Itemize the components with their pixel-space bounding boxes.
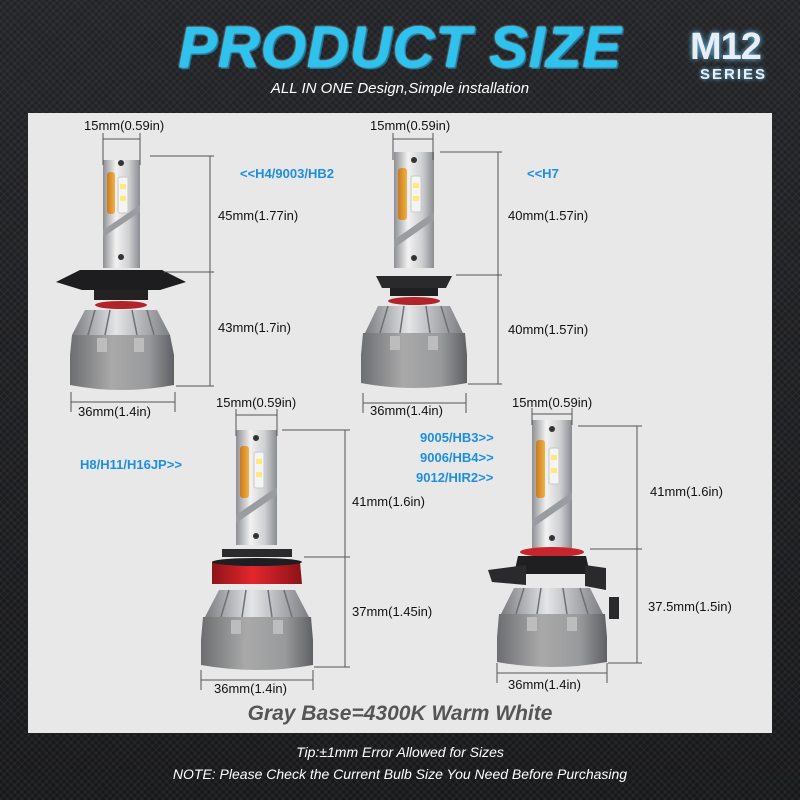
- h4-upper-height: 45mm(1.77in): [218, 208, 299, 223]
- bulb-h11: [201, 430, 313, 670]
- page-title: PRODUCT SIZE: [178, 15, 622, 80]
- h7-model-label: <<H7: [527, 166, 559, 181]
- bulb-h7: [361, 152, 467, 388]
- hb3-base-width: 36mm(1.4in): [508, 677, 581, 692]
- hb3-lower-height: 37.5mm(1.5in): [648, 599, 732, 614]
- h4-lower-height: 43mm(1.7in): [218, 320, 291, 335]
- hb3-top-width: 15mm(0.59in): [512, 395, 593, 410]
- tolerance-tip: Tip:±1mm Error Allowed for Sizes: [296, 744, 504, 760]
- logo-main-text: M12: [690, 26, 762, 68]
- h11-model-label: H8/H11/H16JP>>: [80, 457, 182, 472]
- h7-base-width: 36mm(1.4in): [370, 403, 443, 418]
- series-logo: M12 SERIES: [686, 26, 786, 86]
- dimension-lines: [70, 133, 642, 690]
- hb3-model-label-2: 9006/HB4>>: [420, 450, 494, 465]
- h7-upper-height: 40mm(1.57in): [508, 208, 589, 223]
- h4-base-width: 36mm(1.4in): [78, 404, 151, 419]
- h11-base-width: 36mm(1.4in): [214, 681, 287, 696]
- h4-top-width: 15mm(0.59in): [84, 118, 165, 133]
- bulb-h4: [56, 160, 186, 390]
- bulb-hb3: [488, 420, 619, 667]
- h11-upper-height: 41mm(1.6in): [352, 494, 425, 509]
- hb3-model-label-3: 9012/HIR2>>: [416, 470, 494, 485]
- h4-model-label: <<H4/9003/HB2: [240, 166, 334, 181]
- h7-lower-height: 40mm(1.57in): [508, 322, 589, 337]
- h7-top-width: 15mm(0.59in): [370, 118, 451, 133]
- logo-sub-text: SERIES: [700, 66, 768, 83]
- base-color-note: Gray Base=4300K Warm White: [247, 702, 553, 725]
- h11-lower-height: 37mm(1.45in): [352, 604, 433, 619]
- hb3-model-label-1: 9005/HB3>>: [420, 430, 494, 445]
- purchase-note: NOTE: Please Check the Current Bulb Size…: [172, 766, 628, 782]
- page-subtitle: ALL IN ONE Design,Simple installation: [270, 80, 530, 97]
- hb3-upper-height: 41mm(1.6in): [650, 484, 723, 499]
- h11-top-width: 15mm(0.59in): [216, 395, 297, 410]
